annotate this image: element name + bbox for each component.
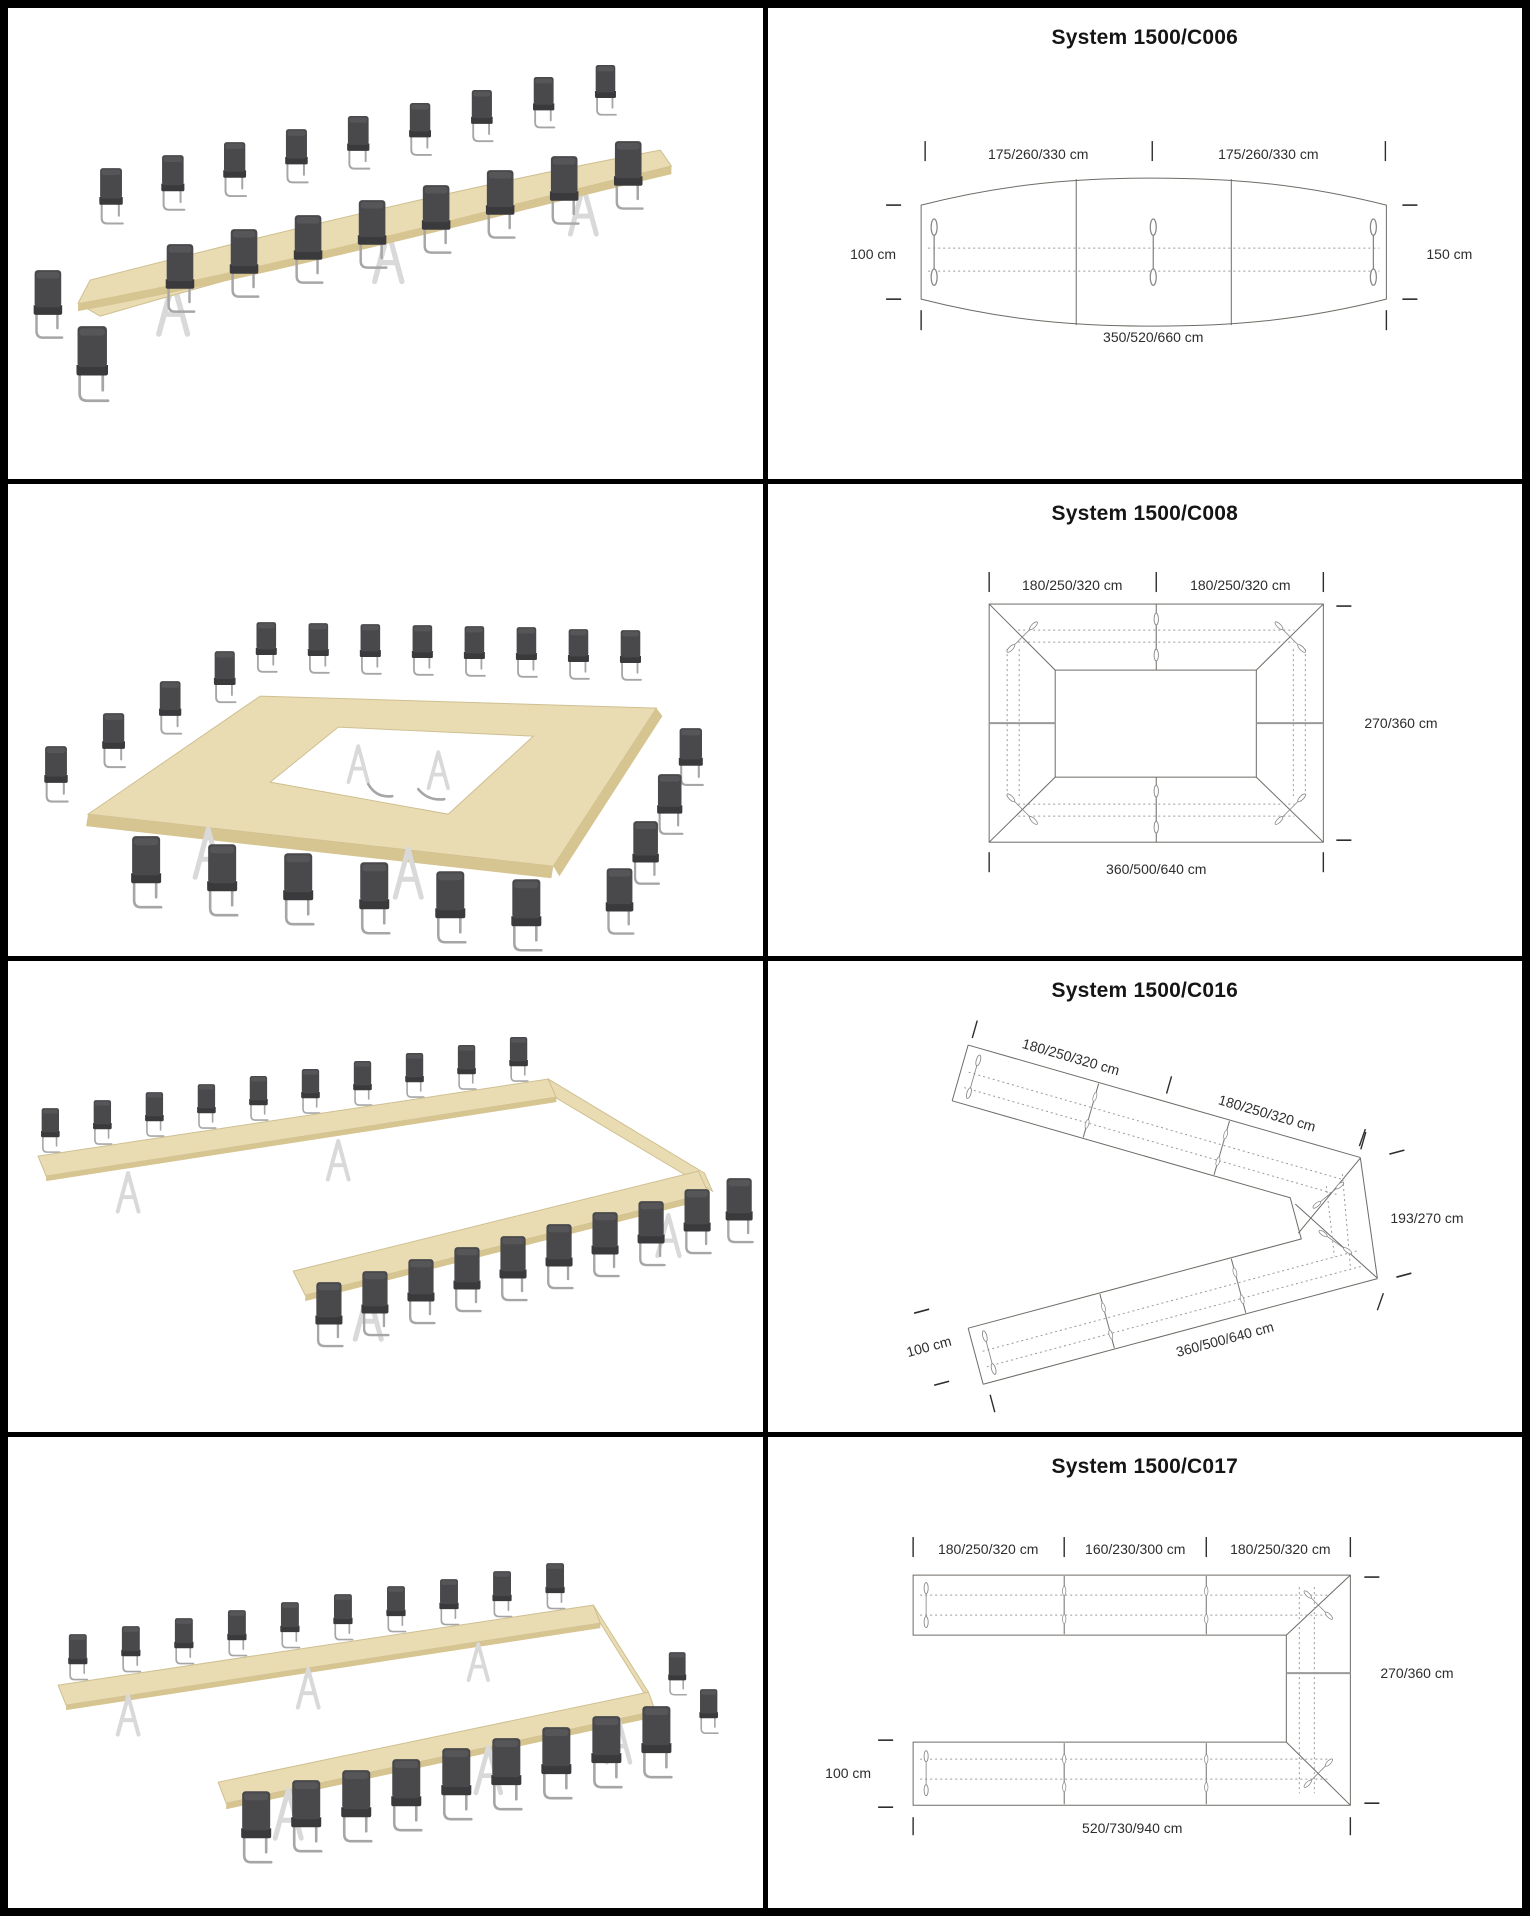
dim-top-left: 175/260/330 cm [987, 146, 1087, 162]
dim-top-left: 180/250/320 cm [1022, 577, 1122, 593]
top-dimension-ticks [923, 141, 1386, 162]
top-dimension-ticks [911, 1536, 1351, 1557]
product-render-c006 [8, 8, 763, 480]
top-dimension-ticks [987, 572, 1324, 593]
dim-side-depth: 270/360 cm [1380, 1665, 1453, 1681]
product-render-c016 [8, 960, 763, 1432]
dim-top-right: 180/250/320 cm [1190, 577, 1290, 593]
dim-table-width: 100 cm [825, 1765, 871, 1781]
chair-column-right [667, 1651, 719, 1734]
spec-title: System 1500/C006 [1051, 26, 1238, 49]
dim-top-segment-3: 180/250/320 cm [1230, 1541, 1330, 1557]
upper-arm-ticks [971, 1019, 1366, 1150]
u-outline [912, 1574, 1351, 1806]
dim-total-length: 350/520/660 cm [1103, 329, 1203, 345]
inner-legs [346, 744, 450, 801]
render-u-shape-table [57, 1561, 719, 1864]
render-v-shape-table [37, 1035, 754, 1347]
dim-arm-segment-2: 180/250/320 cm [1216, 1091, 1317, 1134]
upper-arm: 180/250/320 cm 180/250/320 cm [951, 1019, 1366, 1198]
left-dimension-marks [877, 1739, 893, 1808]
spec-panel-c016: System 1500/C016 180/250/320 cm 180/250/… [767, 960, 1522, 1432]
dim-end-width: 193/270 cm [1390, 1210, 1463, 1226]
render-boat-table [32, 64, 673, 403]
bottom-dimension-ticks [911, 1816, 1351, 1835]
render-closed-rectangle-table [43, 621, 704, 952]
left-dimension-marks [913, 1307, 949, 1386]
spec-title: System 1500/C016 [1051, 978, 1238, 1002]
spec-title: System 1500/C008 [1051, 502, 1238, 526]
right-dimension-marks [1358, 1128, 1412, 1310]
v-tabletop [37, 1077, 714, 1301]
spec-title: System 1500/C017 [1051, 1454, 1238, 1478]
dim-arm-segment-1: 180/250/320 cm [1020, 1035, 1121, 1078]
rectangle-ring-outline [988, 603, 1324, 843]
right-dimension-marks [1401, 204, 1417, 300]
dim-left-width: 100 cm [850, 246, 896, 262]
right-dimension-marks [1363, 1576, 1379, 1804]
spec-panel-c006: System 1500/C006 175/260/330 cm 175/260/… [767, 8, 1522, 480]
dim-total-length: 520/730/940 cm [1082, 1820, 1182, 1836]
dim-right-width: 150 cm [1426, 246, 1472, 262]
chair-row-back [254, 621, 642, 681]
lower-arm: 360/500/640 cm [967, 1237, 1378, 1412]
bottom-dimension-ticks [919, 310, 1387, 331]
dimension-diagram-c006: 175/260/330 cm 175/260/330 cm 100 cm 150… [850, 141, 1472, 345]
product-render-c017 [8, 1436, 763, 1908]
catalog-grid: System 1500/C006 175/260/330 cm 175/260/… [8, 8, 1522, 1908]
dimension-diagram-c017: 180/250/320 cm 160/230/300 cm 180/250/32… [825, 1536, 1453, 1836]
ring-tabletop [86, 695, 663, 879]
chair-row-front [239, 1704, 673, 1864]
spec-panel-c017: System 1500/C017 180/250/320 cm 160/230/… [767, 1436, 1522, 1908]
bottom-dimension-ticks [987, 852, 1324, 873]
right-dimension-marks [1335, 605, 1351, 842]
left-dimension-marks [885, 204, 901, 300]
vertex-end [1289, 1157, 1378, 1279]
dim-top-right: 175/260/330 cm [1218, 146, 1318, 162]
dimension-diagram-c016: 180/250/320 cm 180/250/320 cm 360/500/64… [904, 1019, 1463, 1412]
dim-top-segment-2: 160/230/300 cm [1085, 1541, 1185, 1557]
dim-total-length: 360/500/640 cm [1106, 861, 1206, 877]
boat-outline [920, 177, 1387, 327]
dim-top-segment-1: 180/250/320 cm [937, 1541, 1037, 1557]
dim-side-depth: 270/360 cm [1364, 715, 1437, 731]
dim-table-width: 100 cm [904, 1332, 952, 1359]
product-render-c008 [8, 484, 763, 956]
dim-arm-total-length: 360/500/640 cm [1174, 1318, 1275, 1359]
spec-panel-c008: System 1500/C008 180/250/320 cm 180/250/… [767, 484, 1522, 956]
dimension-diagram-c008: 180/250/320 cm 180/250/320 cm [987, 572, 1437, 877]
